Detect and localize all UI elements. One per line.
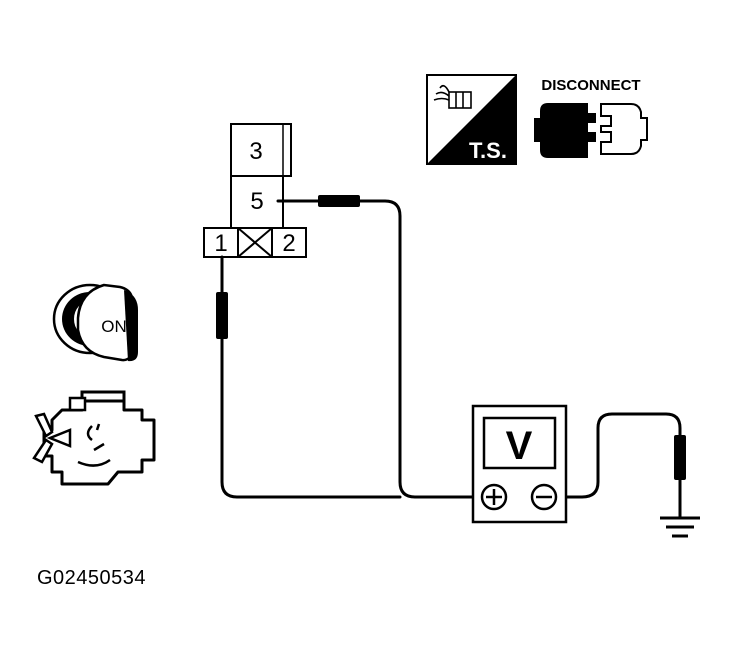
terminal-1-label: 1 [214, 230, 227, 257]
probe-handle-terminal-5 [318, 195, 360, 207]
harness-connector: 3 5 1 2 [203, 123, 307, 258]
terminal-5-label: 5 [250, 188, 263, 215]
probe-wires [220, 199, 682, 520]
ts-label: T.S. [469, 138, 507, 163]
connector-ts-icon: T.S. [426, 74, 517, 165]
terminal-2-label: 2 [282, 230, 295, 257]
figure-id: G02450534 [37, 567, 147, 589]
disconnect-label: DISCONNECT [541, 77, 640, 94]
engine-icon [32, 390, 156, 486]
meter-display: V [506, 424, 533, 468]
wire-terminal-5 [358, 199, 477, 499]
ignition-key-on-icon: ON [52, 283, 138, 362]
voltmeter-icon: V [471, 404, 568, 524]
disconnect-connector-icon: DISCONNECT [534, 77, 648, 158]
probe-handle-terminal-1 [216, 292, 228, 339]
terminal-3-label: 3 [249, 138, 262, 165]
probe-handle-ground [674, 435, 686, 480]
wire-ground [564, 412, 682, 499]
ground-icon [660, 516, 700, 538]
wire-terminal-1 [220, 337, 402, 499]
ignition-label: ON [101, 317, 127, 336]
